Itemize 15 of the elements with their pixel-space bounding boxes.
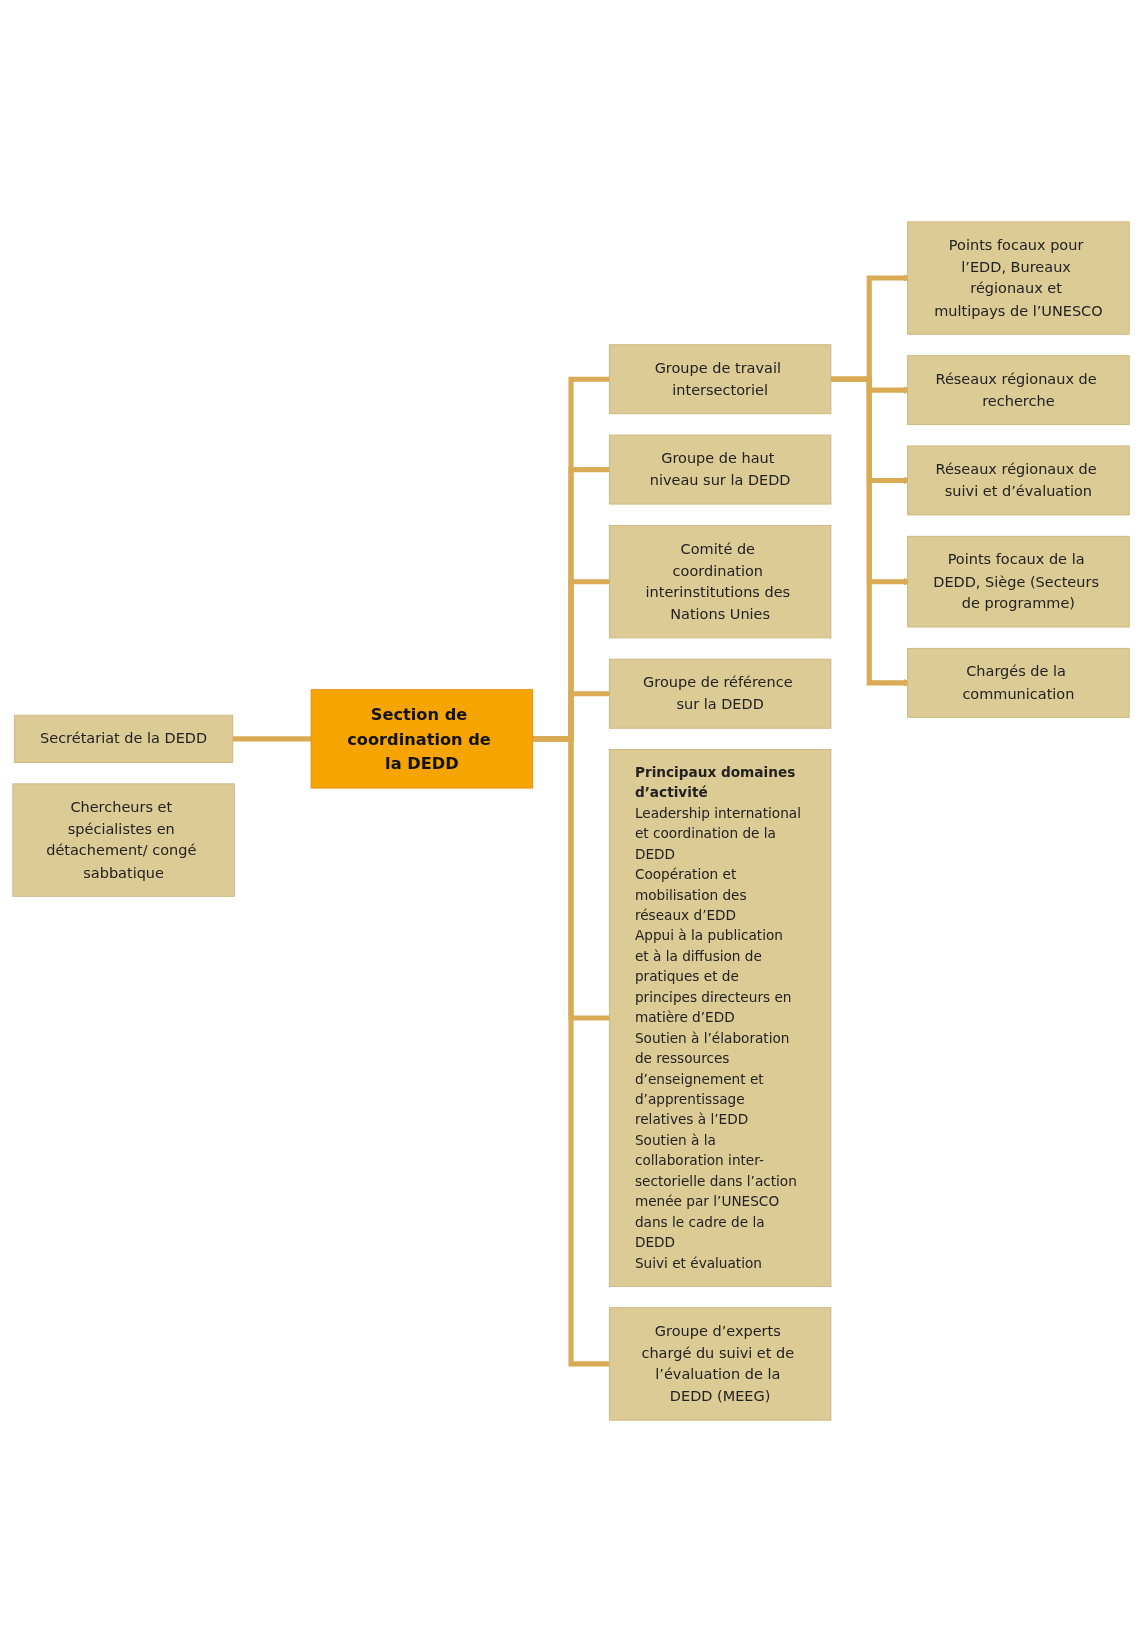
node-box: Points focaux pour l’EDD, Bureaux régionaux et multipays de l’UNESCO <box>907 221 1130 336</box>
node-box: Points focaux de la DEDD, Siège (Secteurs de programme) <box>907 536 1130 628</box>
node-box: Groupe de référence sur la DEDD <box>608 659 832 730</box>
node-box: Section de coordination de la DEDD <box>310 689 534 789</box>
node-box: Groupe de travail intersectoriel <box>608 344 832 415</box>
node-box: Réseaux régionaux de recherche <box>907 355 1130 426</box>
node-box: Secrétariat de la DEDD <box>14 715 234 764</box>
connector <box>232 736 312 742</box>
node-box: Chercheurs et spécialistes en détachement/ congé sabbatique <box>12 783 235 898</box>
node-box: Réseaux régionaux de suivi et d’évaluation <box>907 446 1130 516</box>
node-box: Chargés de la communication <box>907 648 1130 719</box>
node-box: Groupe de haut niveau sur la DEDD <box>608 435 832 505</box>
node-box: Principaux domaines d’activité Leadership international et coordination de la DEDD Coopération et mobilisation des réseaux d’EDD Appui à la publication et à la diffusion de pratiques et de principes directeurs en matière d’EDD Soutien à l’élaboration de ressources d’enseignement et d’apprentissage relatives à l’EDD Soutien à la collaboration inter-sectorielle dans l’action menée par l’UNESCO dans le cadre de la DEDD Suivi et évaluation <box>608 749 832 1288</box>
node-box: Comité de coordination interinstitutions des Nations Unies <box>608 525 832 639</box>
node-box: Groupe d’experts chargé du suivi et de l’évaluation de la DEDD (MEEG) <box>608 1307 832 1422</box>
